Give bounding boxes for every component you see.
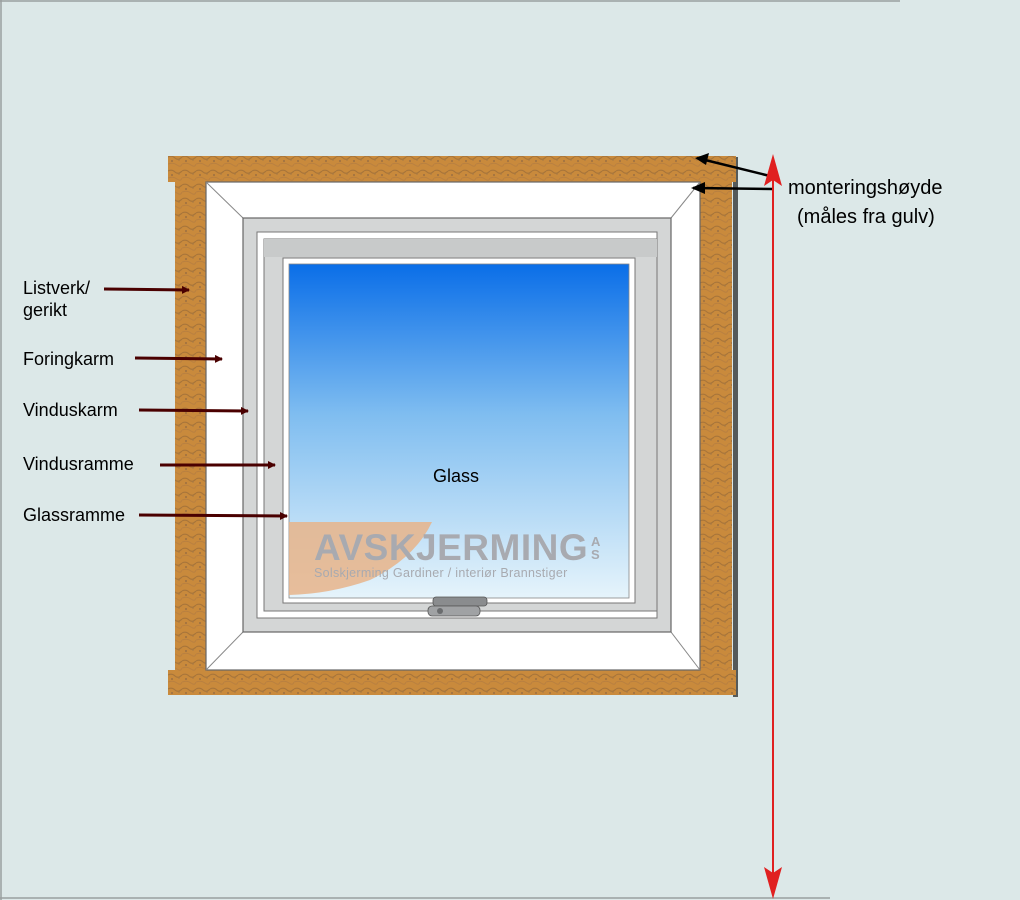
foringkarm-label: Foringkarm bbox=[23, 349, 114, 369]
watermark-logo: AVSKJERMING A S Solskjerming Gardiner / … bbox=[289, 522, 601, 595]
listverk-label-line1: Listverk/ bbox=[23, 278, 90, 298]
watermark-swoosh bbox=[289, 522, 432, 595]
watermark-tagline: Solskjerming Gardiner / interiør Brannst… bbox=[314, 566, 568, 580]
vinduskarm-label: Vinduskarm bbox=[23, 400, 118, 420]
monteringshoyde-label-line1: monteringshøyde bbox=[788, 177, 943, 199]
monteringshoyde-arrow-top bbox=[696, 156, 771, 178]
window-handle bbox=[427, 596, 488, 617]
foringkarm-arrow bbox=[134, 354, 223, 363]
glass-label: Glass bbox=[433, 466, 479, 486]
glassramme-label: Glassramme bbox=[23, 505, 125, 525]
listverk-label-line2: gerikt bbox=[23, 300, 67, 320]
listverk-trim bbox=[168, 156, 738, 697]
height-measure-arrow bbox=[764, 154, 782, 899]
monteringshoyde-arrowhead-inner bbox=[691, 182, 705, 194]
watermark-brand: AVSKJERMING bbox=[314, 527, 588, 568]
monteringshoyde-arrowhead-top bbox=[695, 153, 709, 165]
watermark-suffix-a: A bbox=[591, 534, 601, 549]
vindusramme-label: Vindusramme bbox=[23, 454, 134, 474]
vinduskarm-arrow bbox=[138, 406, 249, 415]
watermark-suffix-s: S bbox=[591, 547, 600, 562]
listverk-arrow bbox=[103, 285, 190, 294]
monteringshoyde-arrow-inner bbox=[692, 186, 774, 191]
monteringshoyde-label-line2: (måles fra gulv) bbox=[797, 206, 935, 228]
glassramme-arrow bbox=[138, 511, 288, 520]
